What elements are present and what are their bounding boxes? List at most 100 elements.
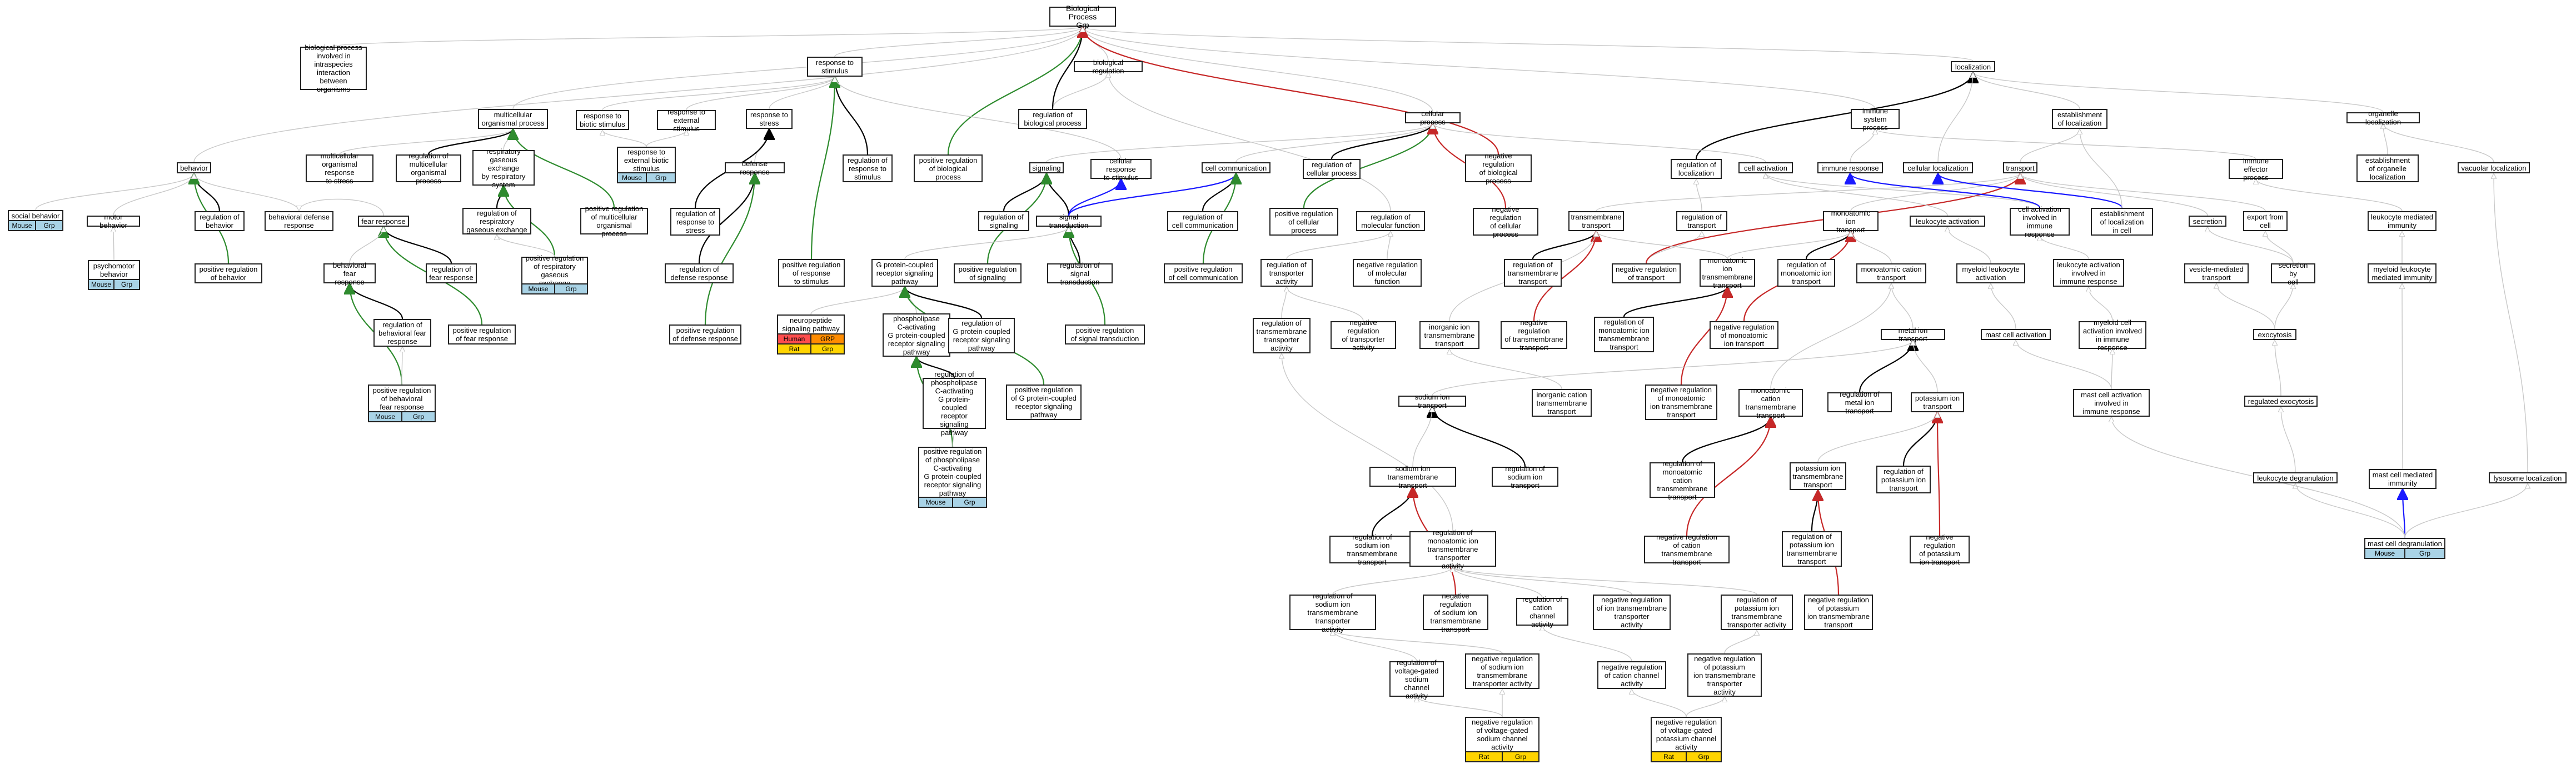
go-term-regulation-of-signaling[interactable]: regulation of signaling xyxy=(978,211,1029,231)
go-term-potassium-ion-transport[interactable]: potassium ion transport xyxy=(1911,392,1964,412)
go-term-exocytosis[interactable]: exocytosis xyxy=(2253,329,2296,340)
go-term-negative-regulation-of-transport[interactable]: negative regulation of transport xyxy=(1612,263,1681,283)
go-term-sodium-ion-transmembrane-transport[interactable]: sodium ion transmembrane transport xyxy=(1369,465,1456,490)
go-term-negative-regulation-of-monoatomic-ion-transport[interactable]: negative regulation of monoatomic ion tr… xyxy=(1710,321,1778,349)
go-term-regulation-of-behavioral-fear-response[interactable]: regulation of behavioral fear response xyxy=(373,319,431,347)
go-term-regulation-of-voltage-gated-sodium-channel-activity[interactable]: regulation of voltage-gated sodium chann… xyxy=(1389,658,1444,700)
go-term-psychomotor-behavior[interactable]: psychomotor behavior xyxy=(88,260,140,280)
go-term-establishment-of-organelle-localization[interactable]: establishment of organelle localization xyxy=(2356,154,2419,182)
go-term-cell-communication[interactable]: cell communication xyxy=(1202,162,1270,173)
go-term-positive-regulation-of-multicellular[interactable]: positive regulation of multicellular org… xyxy=(580,204,648,238)
go-term-negative-regulation-of-sodium-ion-transmembrane-transporter-activity[interactable]: negative regulation of sodium ion transm… xyxy=(1465,653,1539,689)
go-term-cellular-process[interactable]: cellular process xyxy=(1405,109,1461,126)
go-term-response-to-biotic-stimulus[interactable]: response to biotic stimulus xyxy=(576,110,629,130)
go-term-behavior[interactable]: behavior xyxy=(177,162,211,173)
go-term-establishment-of-localization[interactable]: establishment of localization xyxy=(2052,109,2107,129)
go-term-regulation-of-cell-communication[interactable]: regulation of cell communication xyxy=(1167,211,1238,231)
go-term-negative-regulation-of-biological-process[interactable]: negative regulation of biological proces… xyxy=(1465,152,1532,185)
go-term-regulation-of-metal-ion-transport[interactable]: regulation of metal ion transport xyxy=(1827,390,1892,415)
go-term-positive-regulation-of-signal-transduction[interactable]: positive regulation of signal transducti… xyxy=(1065,324,1145,344)
go-term-positive-regulation-of-gpcr[interactable]: positive regulation of G protein-coupled… xyxy=(1006,384,1082,420)
go-term-signal-transduction[interactable]: signal transduction xyxy=(1036,213,1102,229)
go-term-fear-response[interactable]: fear response xyxy=(358,216,409,227)
go-term-positive-regulation-of-response-to-stimulus[interactable]: positive regulation of response to stimu… xyxy=(778,259,845,287)
go-term-neuropeptide-signaling[interactable]: neuropeptide signaling pathway xyxy=(777,314,845,334)
go-term-sodium-ion-transport[interactable]: sodium ion transport xyxy=(1398,393,1466,410)
go-term-negative-regulation-of-sodium-ion-transmembrane-transport[interactable]: negative regulation of sodium ion transm… xyxy=(1423,592,1488,633)
go-term-negative-regulation-of-transporter-activity[interactable]: negative regulation of transporter activ… xyxy=(1331,318,1396,352)
go-term-organelle-localization[interactable]: organelle localization xyxy=(2346,109,2420,126)
go-term-transport[interactable]: transport xyxy=(2003,162,2037,173)
go-term-regulation-of-cation-channel-activity[interactable]: regulation of cation channel activity xyxy=(1516,595,1568,628)
go-term-secretion[interactable]: secretion xyxy=(2189,216,2226,227)
go-term-regulation-of-potassium-ion-transport[interactable]: regulation of potassium ion transport xyxy=(1876,466,1931,493)
go-term-behavioral-defense-response[interactable]: behavioral defense response xyxy=(265,211,333,231)
go-term-myeloid-leukocyte-activation[interactable]: myeloid leukocyte activation xyxy=(1956,263,2025,283)
go-term-export-from-cell[interactable]: export from cell xyxy=(2243,211,2288,231)
go-term-negative-regulation-of-transmembrane-transport[interactable]: negative regulation of transmembrane tra… xyxy=(1501,318,1567,352)
go-term-multicellular-response-to-stress[interactable]: multicellular organismal response to str… xyxy=(306,152,373,185)
go-term-cell-activation[interactable]: cell activation xyxy=(1738,162,1793,173)
go-term-bio-proc-interspecies[interactable]: biological process involved in intraspec… xyxy=(300,43,367,93)
go-term-myeloid-leukocyte-mediated-immunity[interactable]: myeloid leukocyte mediated immunity xyxy=(2368,263,2437,283)
go-term-regulation-of-monoatomic-ion-transport[interactable]: regulation of monoatomic ion transport xyxy=(1777,259,1835,287)
go-term-defense-response[interactable]: defense response xyxy=(725,159,785,176)
go-term-bp[interactable]: Biological Process Grp xyxy=(1049,4,1116,29)
go-term-myeloid-cell-activation-in-immune-response[interactable]: myeloid cell activation involved in immu… xyxy=(2079,318,2146,352)
go-term-immune-system-process[interactable]: immune system process xyxy=(1851,107,1900,132)
go-term-monoatomic-cation-transport[interactable]: monoatomic cation transport xyxy=(1856,263,1926,283)
go-term-negative-regulation-of-potassium-ion-transmembrane-transporter-activity[interactable]: negative regulation of potassium ion tra… xyxy=(1687,653,1762,697)
go-term-positive-regulation-of-signaling[interactable]: positive regulation of signaling xyxy=(954,263,1022,283)
go-term-mast-cell-mediated-immunity[interactable]: mast cell mediated immunity xyxy=(2369,469,2437,489)
go-term-regulation-of-sodium-ion-transmembrane-transport[interactable]: regulation of sodium ion transmembrane t… xyxy=(1329,533,1415,566)
go-term-regulation-of-potassium-ion-transmembrane-transporter-activity[interactable]: regulation of potassium ion transmembran… xyxy=(1721,595,1793,630)
go-term-negative-regulation-of-potassium-ion-transmembrane-transport[interactable]: negative regulation of potassium ion tra… xyxy=(1804,595,1873,630)
go-term-behavioral-fear-response[interactable]: behavioral fear response xyxy=(323,261,376,286)
go-term-leukocyte-degranulation[interactable]: leukocyte degranulation xyxy=(2253,472,2338,483)
go-term-response-to-external-biotic[interactable]: response to external biotic stimulus xyxy=(617,147,676,173)
go-term-establishment-of-localization-in-cell[interactable]: establishment of localization in cell xyxy=(2091,208,2153,236)
go-term-regulation-of-defense-response[interactable]: regulation of defense response xyxy=(665,263,734,283)
go-term-multicellular-organismal-process[interactable]: multicellular organismal process xyxy=(478,109,548,129)
go-term-negative-regulation-of-cellular-process[interactable]: negative regulation of cellular process xyxy=(1473,205,1538,238)
go-term-negative-regulation-of-molecular-function[interactable]: negative regulation of molecular functio… xyxy=(1353,259,1422,287)
go-term-monoatomic-cation-transmembrane-transport[interactable]: monoatomic cation transmembrane transpor… xyxy=(1738,386,1803,420)
go-term-response-to-external-stimulus[interactable]: response to external stimulus xyxy=(657,108,716,133)
go-term-regulation-of-monoatomic-ion-transmembrane-transporter-activity[interactable]: regulation of monoatomic ion transmembra… xyxy=(1409,528,1496,570)
go-term-monoatomic-ion-transmembrane-transport[interactable]: monoatomic ion transmembrane transport xyxy=(1700,256,1755,289)
go-term-regulation-of-potassium-ion-transmembrane-transport[interactable]: regulation of potassium ion transmembran… xyxy=(1782,531,1842,567)
go-term-positive-regulation-of-fear-response[interactable]: positive regulation of fear response xyxy=(448,324,516,344)
go-term-regulation-of-transmembrane-transporter-activity[interactable]: regulation of transmembrane transporter … xyxy=(1253,318,1311,353)
go-term-negative-regulation-of-ion-transmembrane-transporter-activity[interactable]: negative regulation of ion transmembrane… xyxy=(1593,595,1671,630)
go-term-inorganic-cation-transmembrane-transport[interactable]: inorganic cation transmembrane transport xyxy=(1532,389,1592,417)
go-term-regulation-of-monoatomic-cation-transmembrane-transport[interactable]: regulation of monoatomic cation transmem… xyxy=(1650,460,1715,501)
go-term-positive-regulation-of-biological-process[interactable]: positive regulation of biological proces… xyxy=(914,154,983,182)
go-term-negative-regulation-of-potassium-ion-transport[interactable]: negative regulation of potassium ion tra… xyxy=(1910,533,1970,566)
go-term-regulation-of-gpcr[interactable]: regulation of G protein-coupled receptor… xyxy=(948,318,1015,353)
go-term-vesicle-mediated-transport[interactable]: vesicle-mediated transport xyxy=(2184,263,2249,283)
go-term-cell-activation-in-immune-response[interactable]: cell activation involved in immune respo… xyxy=(2010,205,2070,238)
go-term-motor-behavior[interactable]: motor behavior xyxy=(87,213,140,229)
go-term-regulation-of-cellular-process[interactable]: regulation of cellular process xyxy=(1303,159,1361,179)
go-term-social-behavior[interactable]: social behavior xyxy=(8,210,63,221)
go-term-regulation-of-sodium-ion-transport[interactable]: regulation of sodium ion transport xyxy=(1492,465,1558,490)
go-term-leukocyte-mediated-immunity[interactable]: leukocyte mediated immunity xyxy=(2368,211,2437,231)
go-term-respiratory-gaseous-exchange[interactable]: respiratory gaseous exchange by respirat… xyxy=(472,147,535,189)
go-term-potassium-ion-transmembrane-transport[interactable]: potassium ion transmembrane transport xyxy=(1790,462,1846,490)
go-term-secretion-by-cell[interactable]: secretion by cell xyxy=(2271,261,2315,286)
go-term-regulation-of-multicellular-process[interactable]: regulation of multicellular organismal p… xyxy=(396,152,461,185)
go-term-positive-regulation-of-defense-response[interactable]: positive regulation of defense response xyxy=(669,324,741,344)
go-term-regulation-of-fear-response[interactable]: regulation of fear response xyxy=(426,263,477,283)
go-term-immune-response[interactable]: immune response xyxy=(1817,162,1883,173)
go-term-response-to-stimulus[interactable]: response to stimulus xyxy=(807,57,863,77)
go-term-regulation-of-transport[interactable]: regulation of transport xyxy=(1676,211,1727,231)
go-term-regulation-of-localization[interactable]: regulation of localization xyxy=(1671,159,1722,179)
go-term-metal-ion-transport[interactable]: metal ion transport xyxy=(1881,326,1945,343)
go-term-cellular-localization[interactable]: cellular localization xyxy=(1903,162,1973,173)
go-term-positive-regulation-of-cell-communication[interactable]: positive regulation of cell communicatio… xyxy=(1164,263,1243,283)
go-term-biological-regulation[interactable]: biological regulation xyxy=(1074,58,1143,75)
go-term-regulation-of-transporter-activity[interactable]: regulation of transporter activity xyxy=(1260,259,1313,287)
go-term-regulation-of-response-to-stress[interactable]: regulation of response to stress xyxy=(670,208,720,236)
go-term-positive-regulation-of-behavior[interactable]: positive regulation of behavior xyxy=(195,263,262,283)
go-term-negative-regulation-of-monoatomic-ion-transmembrane-transport[interactable]: negative regulation of monoatomic ion tr… xyxy=(1645,384,1717,420)
